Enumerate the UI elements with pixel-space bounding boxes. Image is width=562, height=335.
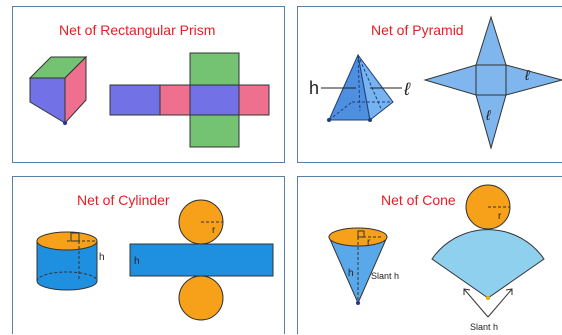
cylinder-body [36,240,98,291]
height-label: h [309,78,319,98]
net-face-right-short [238,84,270,116]
net-sector [431,229,545,299]
cone-radius-label: r [367,237,371,248]
panel-cone: r h Slant h r Slant h Net of Cone [297,176,562,334]
cone-diagram: r h Slant h r Slant h [328,184,545,332]
cylinder-height-label: h [99,252,105,263]
net-face-top [189,52,240,86]
net-radius-label: r [498,211,502,222]
right-angle-marker [357,230,365,238]
pyramid-vertex [368,118,372,122]
panel-cylinder: h r h Net of Cylinder [12,176,285,334]
panel-title: Net of Pyramid [371,22,464,38]
right-angle-marker [70,232,80,242]
net-radius-label: r [212,225,216,236]
cylinder-diagram: h r h [36,199,274,321]
net-face-bottom [189,114,240,148]
slant-arrow-left [463,288,489,318]
prism-front-face [29,77,66,124]
cylinder-bottom-hidden [36,271,98,282]
net-triangle-top [475,15,507,66]
panel-pyramid: h ℓ ℓ ℓ Net of Pyramid [297,6,562,163]
net-slant-label: Slant h [470,322,498,332]
net-triangle-bottom [475,94,507,150]
pyramid-height-line [357,54,361,112]
net-square-base [475,64,507,96]
net-height-label: h [134,256,140,267]
pyramid-vertex [327,118,331,122]
net-rectangle [129,243,274,277]
net-face-left-long [109,84,161,116]
net-triangle-right [505,64,562,96]
net-bottom-circle [178,275,224,321]
panel-title: Net of Cone [381,192,456,208]
sector-center [486,296,490,300]
panel-rectangular-prism: Net of Rectangular Prism [12,6,285,163]
net-face-left-short [159,84,191,116]
prism-side-face [64,55,87,125]
prism-diagram [28,52,270,148]
net-face-center [189,84,240,116]
net-slant-label: ℓ [485,107,491,123]
net-triangle-left [423,64,477,96]
slant-arrowhead-right [505,288,513,295]
slant-label: ℓ [403,79,411,99]
pyramid-slant-line [357,54,383,112]
slant-arrowhead-left [463,288,471,295]
cone-apex [356,301,360,305]
pyramid-diagram: h ℓ ℓ ℓ [309,15,562,150]
panel-title: Net of Cylinder [77,192,170,208]
slant-arrow-right [487,288,513,318]
net-slant-label: ℓ [524,67,530,83]
panel-title: Net of Rectangular Prism [59,22,216,38]
cone-slant-label: Slant h [371,271,399,281]
prism-vertex [63,121,67,125]
cone-height-label: h [348,268,354,279]
